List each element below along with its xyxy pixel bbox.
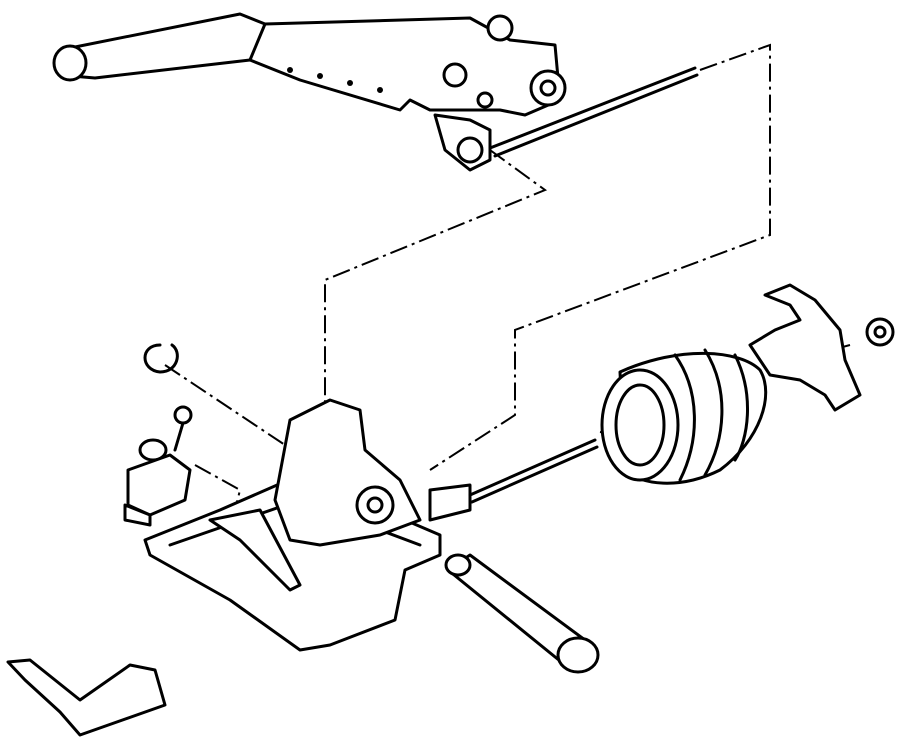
nut bbox=[865, 317, 895, 347]
cover-plate bbox=[6, 658, 167, 737]
screw bbox=[173, 405, 193, 452]
warning-switch bbox=[123, 438, 192, 527]
lever-bracket-base bbox=[143, 398, 472, 652]
circlip bbox=[143, 343, 179, 374]
retaining-clip-plate bbox=[748, 283, 862, 412]
pivot-pin bbox=[444, 553, 600, 674]
brake-cable-rod bbox=[488, 66, 699, 158]
threaded-rod bbox=[468, 438, 599, 504]
handbrake-lever bbox=[52, 12, 567, 172]
rubber-boot bbox=[600, 348, 768, 485]
